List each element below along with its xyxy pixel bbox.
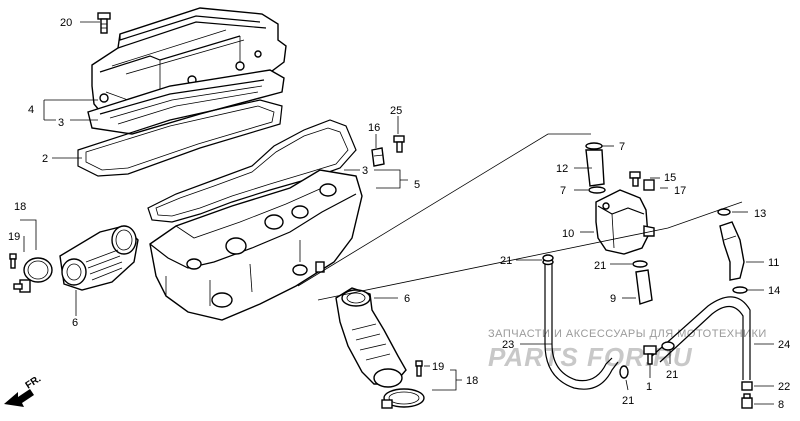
part-tube-24 bbox=[651, 296, 751, 380]
callout-13: 13 bbox=[754, 208, 766, 220]
part-grommet-17 bbox=[643, 179, 655, 191]
part-clip-7-top bbox=[585, 142, 603, 150]
part-clip-21-b bbox=[632, 260, 648, 268]
part-screw-19-center bbox=[415, 360, 423, 377]
callout-6: 6 bbox=[72, 317, 78, 329]
callout-25: 25 bbox=[390, 105, 402, 117]
callout-18b: 18 bbox=[466, 375, 478, 387]
callout-22: 22 bbox=[778, 381, 790, 393]
part-bolt-15 bbox=[629, 171, 641, 187]
part-clip-14 bbox=[732, 286, 748, 294]
callout-23: 23 bbox=[502, 339, 514, 351]
callout-1: 1 bbox=[646, 381, 652, 393]
callout-3b: 3 bbox=[362, 165, 368, 177]
callout-14: 14 bbox=[768, 285, 780, 297]
part-clip-22 bbox=[741, 381, 753, 391]
part-clip-21-a bbox=[542, 254, 554, 262]
callout-11: 11 bbox=[768, 257, 779, 269]
callout-15: 15 bbox=[664, 172, 676, 184]
part-grommet-16 bbox=[371, 147, 385, 167]
part-intake-tube-6-left bbox=[59, 225, 139, 291]
part-plug-8 bbox=[741, 393, 753, 409]
callout-21c: 21 bbox=[666, 369, 678, 381]
leader-assembly-bottom bbox=[317, 201, 743, 301]
part-clip-7-bottom bbox=[588, 186, 606, 194]
part-breather-box-10 bbox=[595, 189, 655, 255]
part-bolt-20 bbox=[97, 12, 111, 34]
callout-17: 17 bbox=[674, 185, 686, 197]
callout-10: 10 bbox=[562, 228, 574, 240]
callout-19: 19 bbox=[8, 231, 20, 243]
part-case-gasket-3 bbox=[147, 119, 357, 223]
callout-5: 5 bbox=[414, 179, 420, 191]
callout-21b: 21 bbox=[594, 260, 606, 272]
part-hose-11 bbox=[719, 221, 745, 281]
part-clip-21-d bbox=[619, 365, 629, 379]
callout-18: 18 bbox=[14, 201, 26, 213]
part-clamp-18 bbox=[13, 257, 53, 293]
part-hose-12 bbox=[585, 149, 605, 187]
leader-lines bbox=[20, 21, 774, 405]
callout-6b: 6 bbox=[404, 293, 410, 305]
front-direction-label: FR. bbox=[24, 373, 44, 391]
part-filter-element-3 bbox=[87, 69, 285, 135]
callout-20: 20 bbox=[60, 17, 72, 29]
callout-9: 9 bbox=[610, 293, 616, 305]
callout-7b: 7 bbox=[560, 185, 566, 197]
part-screw-19-left bbox=[9, 253, 17, 269]
callout-8: 8 bbox=[778, 399, 784, 411]
part-bolt-25 bbox=[393, 135, 405, 153]
callout-21a: 21 bbox=[500, 255, 512, 267]
part-clip-21-c bbox=[661, 341, 675, 351]
part-intake-tube-6-center bbox=[335, 287, 407, 388]
callout-labels: 20 4 3 2 25 16 3 5 7 12 15 7 17 13 10 11… bbox=[8, 17, 790, 411]
callout-21d: 21 bbox=[622, 395, 634, 407]
callout-12: 12 bbox=[556, 163, 568, 175]
watermark-text: ЗАПЧАСТИ И АКСЕССУАРЫ ДЛЯ МОТОТЕХНИКИ bbox=[488, 328, 767, 340]
callout-16: 16 bbox=[368, 122, 380, 134]
part-gasket-2 bbox=[77, 99, 283, 177]
part-clamp-18-center bbox=[381, 388, 425, 409]
callout-2: 2 bbox=[42, 153, 48, 165]
callout-4: 4 bbox=[28, 104, 34, 116]
callout-19b: 19 bbox=[432, 361, 444, 373]
front-direction-arrow-icon bbox=[4, 389, 34, 407]
leader-assembly-top bbox=[297, 133, 591, 287]
watermark-logo: PARTS FOR.RU bbox=[488, 342, 693, 372]
part-clip-13 bbox=[717, 208, 731, 216]
callout-24: 24 bbox=[778, 339, 790, 351]
part-cleaner-case-5 bbox=[149, 169, 363, 321]
part-hose-9 bbox=[635, 269, 653, 305]
callout-7: 7 bbox=[619, 141, 625, 153]
callout-3: 3 bbox=[58, 117, 64, 129]
